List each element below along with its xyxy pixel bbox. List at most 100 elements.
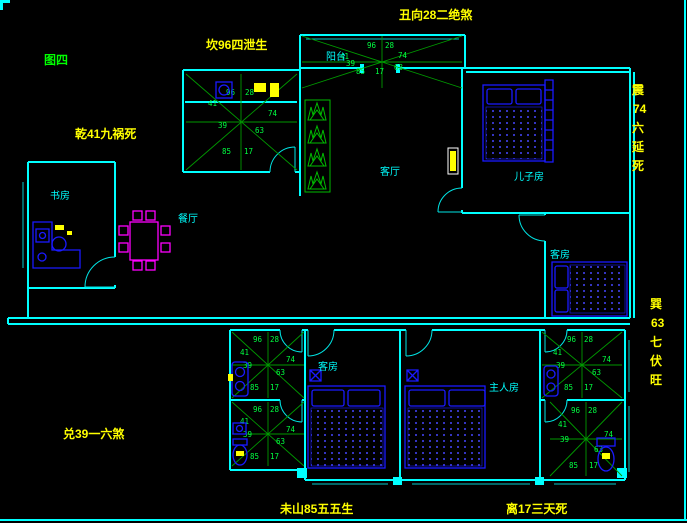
basin-room-d — [543, 365, 559, 397]
fixtures-room-f — [232, 422, 248, 466]
room-label-balcony: 阳台 — [326, 50, 346, 63]
dining-chair — [118, 225, 129, 236]
room-label-study: 书房 — [50, 189, 70, 202]
basin-bath-a — [228, 361, 249, 397]
star-n: 96 — [567, 335, 577, 344]
star-s: 17 — [270, 383, 279, 392]
counter-item — [270, 83, 279, 97]
star-chart-kan: 41 96 28 74 63 17 85 39 — [185, 73, 298, 171]
star-chart-bath-a: 41 96 28 74 63 17 85 39 — [231, 331, 305, 399]
star-e: 74 — [286, 425, 296, 434]
pillow — [554, 289, 569, 313]
bed-son — [482, 79, 554, 163]
door-study — [84, 256, 116, 288]
dining-chair — [118, 242, 129, 253]
star-n: 96 — [571, 406, 581, 415]
dining-chair — [145, 210, 156, 221]
wall-study — [27, 161, 116, 318]
pillar — [617, 468, 627, 478]
star-sw: 85 — [250, 383, 259, 392]
star-nw: 41 — [558, 420, 567, 429]
door-room-e — [544, 399, 568, 423]
room-label-master: 主人房 — [489, 381, 519, 394]
burner — [218, 84, 230, 96]
pillow — [408, 389, 446, 407]
star-ne: 28 — [584, 335, 594, 344]
mouse — [67, 231, 72, 235]
star-s: 17 — [584, 383, 593, 392]
star-w: 39 — [218, 121, 227, 130]
planter-box — [304, 99, 331, 193]
star-e: 74 — [602, 355, 612, 364]
window-lines — [22, 38, 630, 485]
wall-corridor — [7, 317, 630, 325]
toilet-room-e — [596, 437, 616, 472]
star-nw: 41 — [240, 348, 249, 357]
keyboard — [55, 225, 64, 230]
star-sw: 85 — [564, 383, 573, 392]
tap — [228, 374, 233, 381]
dining-set — [118, 210, 171, 271]
origin-marker — [0, 0, 10, 3]
star-sw: 85 — [356, 67, 365, 76]
star-e: 74 — [286, 355, 296, 364]
stove — [215, 81, 233, 99]
svg-text:伏: 伏 — [650, 353, 662, 368]
star-e: 74 — [604, 430, 614, 439]
label-xun-vertical: 巽 63 七 伏 旺 — [650, 297, 665, 387]
star-se: 63 — [255, 126, 264, 135]
plant-icon — [307, 102, 327, 121]
pillow — [448, 389, 486, 407]
toilet-bowl — [232, 444, 248, 466]
annotations: 丑向28二绝煞 坎96四泄生 图四 乾41九祸死 兑39一六煞 未山85五五生 … — [44, 7, 665, 516]
label-qian: 乾41九祸死 — [75, 126, 136, 141]
pillow — [515, 88, 542, 105]
room-labels: 书房 餐厅 客厅 阳台 儿子房 客房 客房 主人房 — [50, 50, 570, 394]
svg-text:63: 63 — [651, 316, 665, 330]
star-sw: 85 — [250, 452, 259, 461]
star-se: 63 — [592, 368, 601, 377]
star-nw: 41 — [240, 417, 249, 426]
bed-master — [404, 369, 486, 469]
star-nw: 41 — [340, 52, 349, 61]
pillow — [554, 265, 569, 289]
label-kan: 坎96四泄生 — [206, 37, 267, 52]
toilet-tank — [596, 437, 616, 447]
svg-text:旺: 旺 — [650, 373, 662, 387]
star-ne: 28 — [588, 406, 598, 415]
wall-upper-left-room — [182, 69, 300, 173]
label-wei: 未山85五五生 — [279, 501, 353, 516]
origin-marker — [0, 0, 3, 10]
door-bath-a — [279, 329, 303, 353]
star-nw: 41 — [208, 99, 217, 108]
label-zhen-vertical: 震 74 六 延 死 — [631, 83, 647, 173]
dining-chair — [160, 242, 171, 253]
star-w: 39 — [556, 361, 565, 370]
star-s: 17 — [270, 452, 279, 461]
star-n: 96 — [226, 88, 236, 97]
star-w: 39 — [346, 59, 355, 68]
door-son-room — [437, 187, 463, 213]
plant-icon — [307, 148, 327, 167]
star-ne: 28 — [270, 405, 280, 414]
counter-fixtures — [215, 81, 279, 99]
star-sw: 85 — [222, 147, 231, 156]
door-room-d — [544, 329, 568, 353]
svg-text:七: 七 — [650, 335, 662, 349]
monitor — [35, 228, 50, 243]
star-se: 63 — [394, 63, 403, 72]
dining-table — [129, 221, 159, 261]
pillar — [393, 477, 402, 485]
star-n: 96 — [253, 405, 263, 414]
label-figure: 图四 — [44, 53, 68, 67]
dining-chair — [160, 225, 171, 236]
wall-living-balcony — [299, 34, 466, 196]
star-e: 74 — [268, 109, 278, 118]
plant-icon — [307, 171, 327, 190]
star-ne: 28 — [385, 41, 395, 50]
door-upper-left-room — [269, 146, 296, 173]
doors — [84, 146, 568, 423]
wardrobe-strip — [544, 79, 554, 163]
